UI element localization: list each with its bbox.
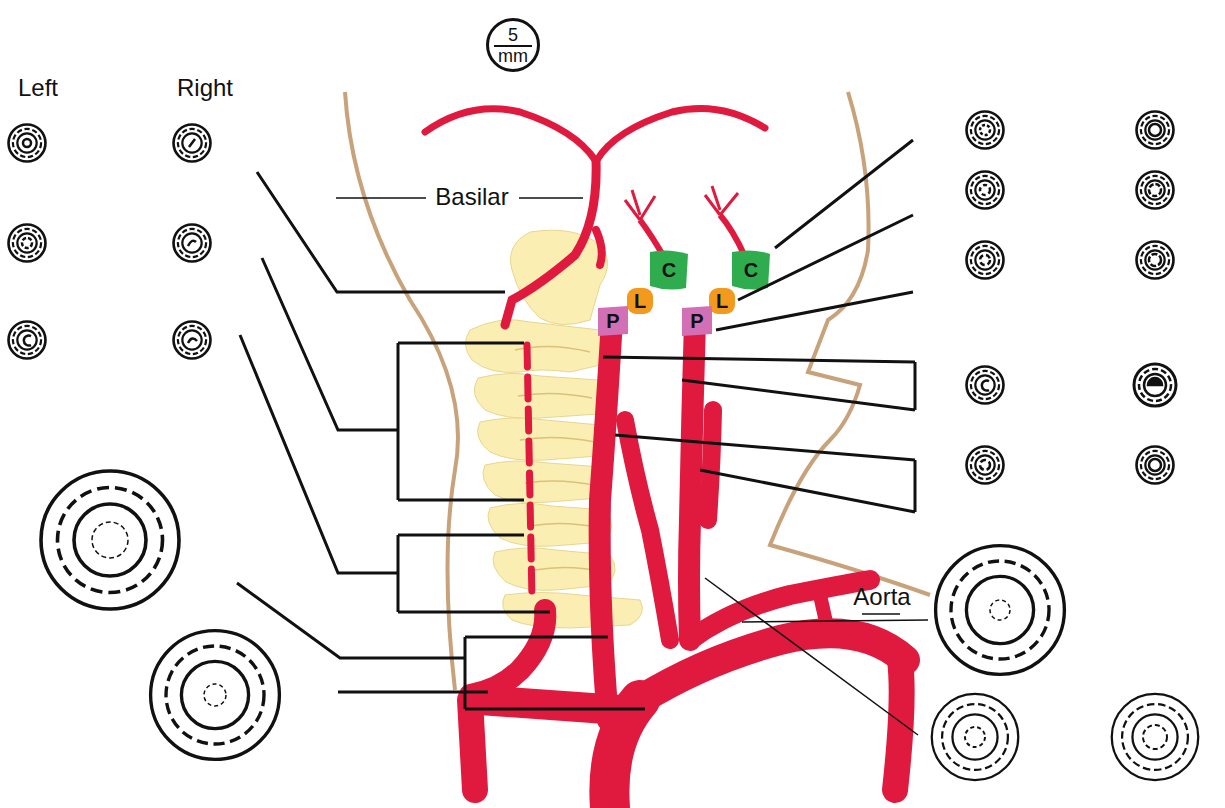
leader-lines: [237, 140, 915, 709]
segment-marker: C: [659, 258, 679, 282]
segment-marker: P: [603, 309, 623, 333]
arteries: [425, 108, 905, 808]
side-label: Left: [16, 75, 60, 101]
segment-letter: L: [634, 291, 646, 311]
scale-value: 5: [494, 26, 532, 47]
scale-unit: mm: [498, 47, 528, 65]
neck-outline: [345, 92, 930, 690]
side-label: Right: [175, 75, 235, 101]
vessel-label: Basilar: [433, 184, 510, 210]
segment-letter: L: [716, 291, 728, 311]
segment-letter: P: [690, 311, 703, 331]
segment-marker: C: [741, 258, 761, 282]
segment-letter: P: [606, 311, 619, 331]
vessel-cross-sections: [9, 112, 1199, 781]
segment-marker: L: [630, 289, 650, 313]
segment-marker: L: [712, 289, 732, 313]
segment-letter: C: [662, 260, 676, 280]
vessel-label: Aorta: [851, 584, 912, 610]
segment-letter: C: [744, 260, 758, 280]
segment-marker: P: [687, 309, 707, 333]
scale-circle: 5mm: [486, 18, 540, 72]
